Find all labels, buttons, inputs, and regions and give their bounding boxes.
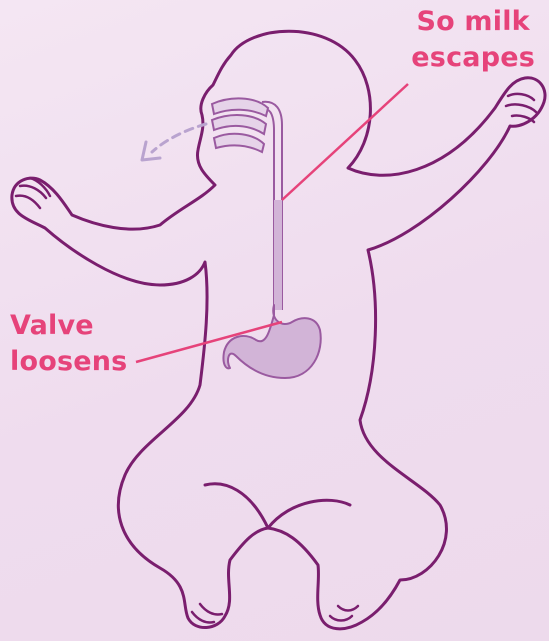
left-foot-toes [192,604,222,623]
callout-valve-loosens-line1: Valve [10,308,127,344]
callout-milk-escapes: So milk escapes [411,4,535,76]
right-foot-toes [330,606,358,621]
callout-milk-escapes-line1: So milk [411,4,535,40]
airway-passages [212,98,268,152]
milk-in-esophagus [274,200,282,310]
callout-valve-loosens-line2: loosens [10,344,127,380]
leg-contour [205,484,350,528]
callout-valve-loosens: Valve loosens [10,308,127,380]
callout-milk-escapes-line2: escapes [411,40,535,76]
stomach [223,305,320,378]
escape-pointer-line [282,84,408,200]
